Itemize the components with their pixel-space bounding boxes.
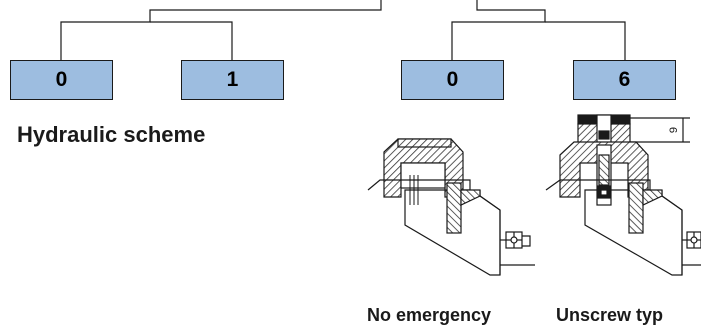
no-emergency-label: No emergency <box>367 305 492 325</box>
code-value: 1 <box>226 68 239 91</box>
code-box-1: 0 <box>10 60 113 100</box>
code-box-3: 0 <box>401 60 504 100</box>
unscrew-fitting-drawing <box>545 114 701 276</box>
code-box-2: 1 <box>181 60 284 100</box>
code-box-4: 6 <box>573 60 676 100</box>
code-value: 0 <box>55 68 68 91</box>
hydraulic-scheme-label: Hydraulic scheme <box>17 122 206 147</box>
unscrew-type-label: Unscrew typ <box>556 305 664 325</box>
dimension-label: 9 <box>668 127 680 133</box>
code-value: 0 <box>446 68 459 91</box>
code-value: 6 <box>618 68 631 91</box>
no-emergency-fitting-drawing <box>367 138 535 276</box>
